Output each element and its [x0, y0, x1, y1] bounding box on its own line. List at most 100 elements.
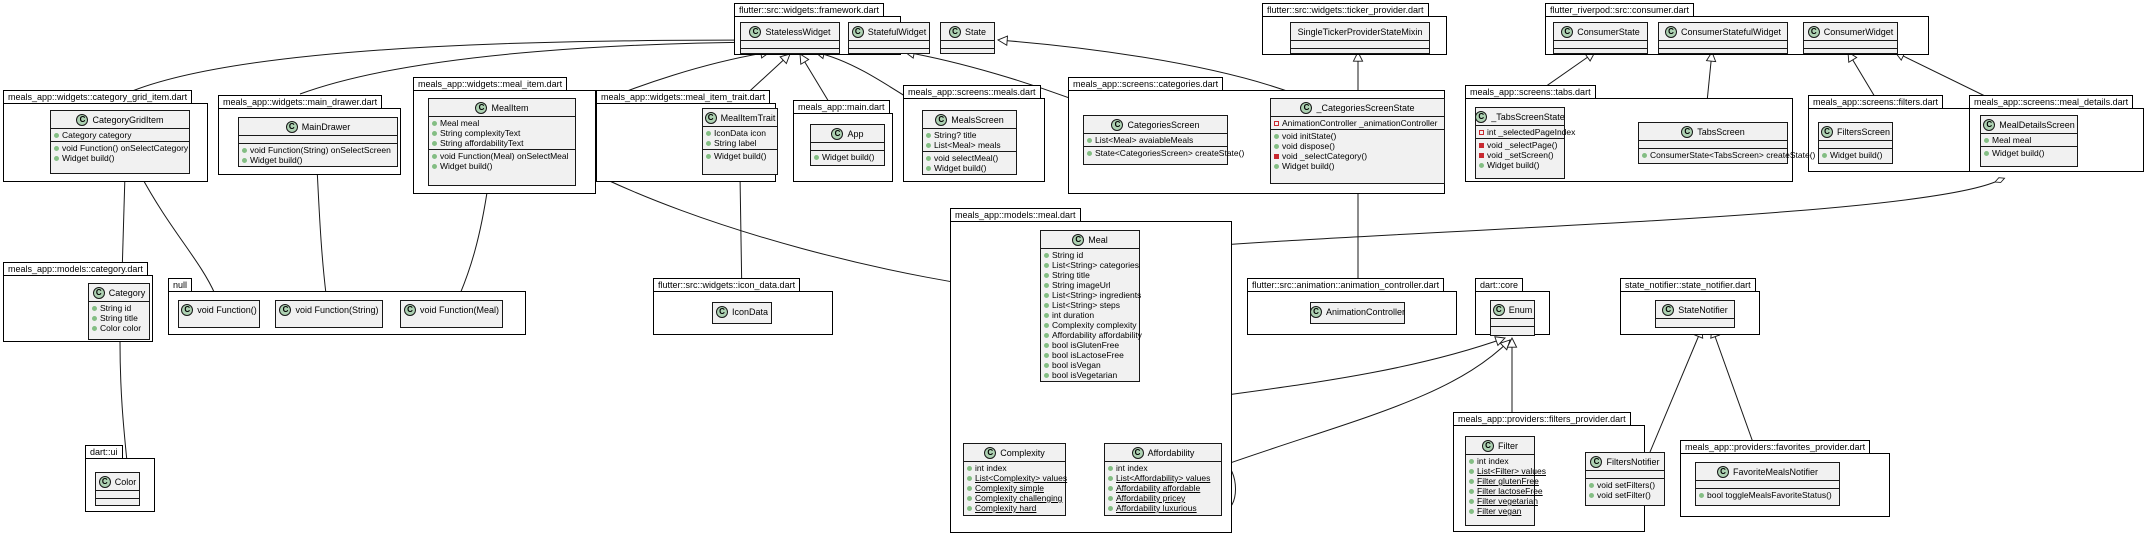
method: void setFilters()	[1589, 480, 1661, 490]
visibility-marker-icon	[432, 130, 437, 136]
field: List<Meal> meals	[926, 140, 1013, 150]
field: bool isVegan	[1044, 360, 1136, 370]
class-icon: C	[76, 113, 89, 126]
class-name: MealDetailsScreen	[1999, 119, 2075, 130]
class-icon: C	[1662, 303, 1675, 316]
class-icon: C	[181, 303, 194, 316]
method: ConsumerState<TabsScreen> createState()	[1642, 150, 1815, 160]
field: int duration	[1044, 310, 1136, 320]
class-name: State	[964, 26, 986, 37]
method: Widget build()	[432, 161, 572, 171]
field: List<String> ingredients	[1044, 290, 1141, 300]
visibility-marker-icon	[432, 140, 437, 146]
package-label: flutter_riverpod::src::consumer.dart	[1545, 3, 1695, 17]
class-icon: C	[704, 111, 717, 124]
class-name: CategoriesScreen	[1127, 119, 1200, 130]
class-icon: C	[285, 120, 298, 133]
field: List<Meal> avaiableMeals	[1087, 135, 1224, 145]
class-name: ConsumerWidget	[1823, 26, 1894, 37]
method: Widget build()	[54, 153, 186, 163]
field: List<Filter> values	[1469, 466, 1546, 476]
member-text: Filter lactoseFree	[1477, 486, 1543, 496]
class-icon: C	[1492, 303, 1505, 316]
visibility-marker-icon	[1589, 482, 1594, 488]
class-icon: C	[279, 303, 292, 316]
class-icon: C	[1131, 446, 1144, 459]
member-text: List<Meal> meals	[934, 140, 1001, 150]
field: String title	[1044, 270, 1136, 280]
visibility-marker-icon	[1108, 505, 1113, 511]
visibility-marker-icon	[1479, 142, 1484, 148]
visibility-marker-icon	[54, 145, 59, 151]
field: int index	[1469, 456, 1531, 466]
field: Complexity simple	[967, 483, 1062, 493]
method: void setFilter()	[1589, 490, 1661, 500]
visibility-marker-icon	[1469, 468, 1474, 474]
member-text: void initState()	[1282, 131, 1337, 141]
member-text: String complexityText	[440, 128, 521, 138]
link-mealdetailsscreen-meal	[1134, 182, 1995, 253]
field: String? title	[926, 130, 1013, 140]
class-icon: C	[1300, 101, 1313, 114]
visibility-marker-icon	[1699, 492, 1704, 498]
class-icon: C	[92, 286, 105, 299]
member-text: Color color	[100, 323, 142, 333]
visibility-marker-icon	[1044, 272, 1049, 278]
visibility-marker-icon	[1642, 152, 1647, 158]
member-text: void Function() onSelectCategory	[62, 143, 189, 153]
class-name: Enum	[1508, 304, 1533, 315]
visibility-marker-icon	[1984, 150, 1989, 156]
package-label: dart::ui	[85, 445, 123, 459]
field: Affordability luxurious	[1108, 503, 1218, 513]
visibility-marker-icon	[1274, 153, 1279, 159]
method: void selectMeal()	[926, 153, 1013, 163]
field: int index	[1108, 463, 1218, 473]
class-name: Color	[114, 476, 137, 487]
member-text: Widget build()	[1992, 148, 2045, 158]
package-label: meals_app::main.dart	[793, 100, 890, 114]
visibility-marker-icon	[242, 157, 247, 163]
member-text: Widget build()	[1282, 161, 1335, 171]
visibility-marker-icon	[1044, 352, 1049, 358]
method: void initState()	[1274, 131, 1441, 141]
member-text: Affordability luxurious	[1116, 503, 1197, 513]
visibility-marker-icon	[1044, 362, 1049, 368]
member-text: List<String> ingredients	[1052, 290, 1142, 300]
visibility-marker-icon	[1108, 465, 1113, 471]
class-name: IconData	[731, 306, 769, 317]
member-text: Complexity simple	[975, 483, 1044, 493]
class-name: MealItemTrait	[720, 112, 776, 123]
visibility-marker-icon	[1044, 312, 1049, 318]
package-animation-controller: flutter::src::animation::animation_contr…	[1247, 278, 1457, 335]
member-text: Affordability pricey	[1116, 493, 1186, 503]
field: Meal meal	[1984, 135, 2074, 145]
member-text: String title	[1052, 270, 1090, 280]
class-icon: C	[1590, 455, 1603, 468]
field: String label	[706, 138, 774, 148]
link-maindrawer-voidfunctionstring	[317, 167, 327, 295]
class-name: Meal	[1088, 234, 1108, 245]
field: String id	[1044, 250, 1136, 260]
field: Affordability affordable	[1108, 483, 1218, 493]
member-text: List<String> categories	[1052, 260, 1139, 270]
member-text: List<Meal> avaiableMeals	[1095, 135, 1194, 145]
visibility-marker-icon	[1274, 143, 1279, 149]
member-text: Meal meal	[440, 118, 480, 128]
member-text: bool isGlutenFree	[1052, 340, 1120, 350]
class-icon: C	[1561, 25, 1574, 38]
member-text: void setFilters()	[1597, 480, 1656, 490]
class-name: void Function(Meal)	[419, 304, 500, 315]
link-favoritemealsnotifier-statenotifier	[1712, 328, 1761, 463]
